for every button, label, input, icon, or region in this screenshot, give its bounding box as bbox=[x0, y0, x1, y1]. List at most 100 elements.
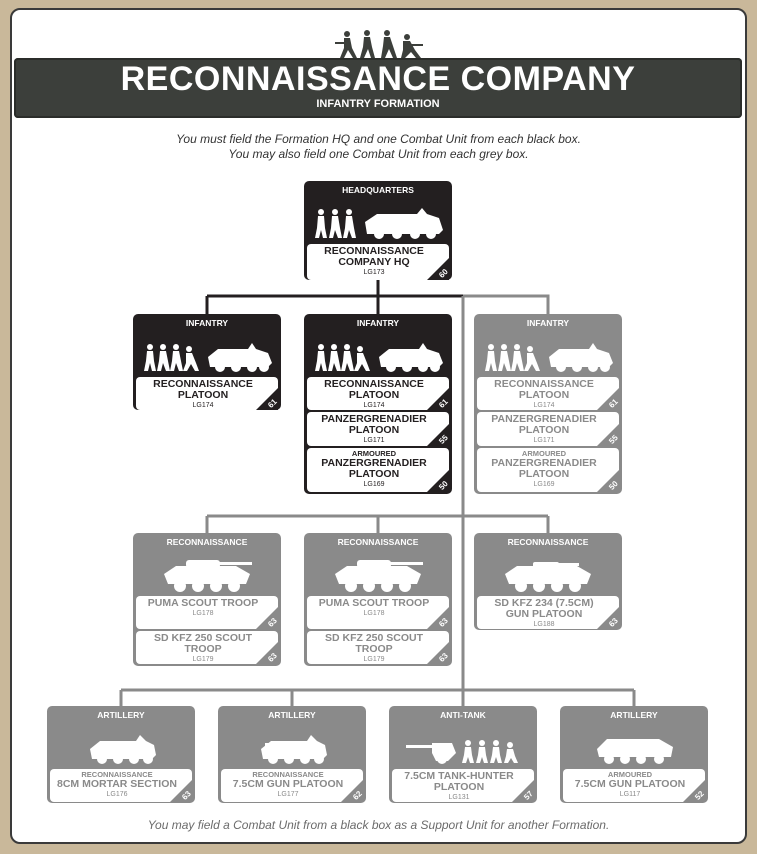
unit-name: 7.5CM GUN PLATOON bbox=[574, 778, 686, 790]
armoured-car-icon bbox=[477, 548, 619, 594]
box-category: HEADQUARTERS bbox=[342, 185, 414, 195]
unit-name: SD KFZ 250 SCOUT TROOP bbox=[324, 632, 424, 655]
unit-entry[interactable]: RECONNAISSANCE 7.5CM GUN PLATOON LG177 6… bbox=[221, 769, 364, 802]
unit-code: LG171 bbox=[533, 437, 555, 444]
infantry-silhouette-icon bbox=[136, 329, 278, 375]
page-ref-badge: 63 bbox=[256, 607, 279, 629]
page-ref-badge: 63 bbox=[170, 780, 193, 802]
instruction-line-2: You may also field one Combat Unit from … bbox=[228, 147, 529, 161]
unit-code: LG173 bbox=[363, 269, 385, 276]
unit-prefix: ARMOURED bbox=[607, 770, 653, 779]
unit-entry[interactable]: RECONNAISSANCE 8CM MORTAR SECTION LG176 … bbox=[50, 769, 193, 802]
box-category: RECONNAISSANCE bbox=[507, 537, 589, 547]
box-infantry-2: INFANTRY RECONNAISSANCE PLATOON LG174 61… bbox=[304, 314, 452, 494]
page-ref-badge: 63 bbox=[597, 607, 620, 629]
unit-code: LG131 bbox=[448, 794, 470, 801]
unit-code: LG178 bbox=[192, 610, 214, 617]
page-ref-badge: 50 bbox=[597, 470, 620, 492]
anti-tank-gun-icon bbox=[392, 721, 534, 767]
box-category: ARTILLERY bbox=[610, 710, 658, 720]
box-reconnaissance-3: RECONNAISSANCE SD KFZ 234 (7.5CM) GUN PL… bbox=[474, 533, 622, 630]
unit-code: LG117 bbox=[619, 791, 641, 798]
unit-code: LG179 bbox=[363, 656, 385, 663]
page-ref-badge: 52 bbox=[683, 780, 706, 802]
box-category: RECONNAISSANCE bbox=[337, 537, 419, 547]
box-infantry-3: INFANTRY RECONNAISSANCE PLATOON LG174 61… bbox=[474, 314, 622, 494]
page-ref-badge: 63 bbox=[427, 607, 450, 629]
page-ref-badge: 50 bbox=[427, 470, 450, 492]
unit-name: PUMA SCOUT TROOP bbox=[147, 597, 259, 609]
page-ref-badge: 61 bbox=[597, 388, 620, 410]
unit-entry[interactable]: PANZERGRENADIER PLATOON LG171 55 bbox=[307, 412, 450, 446]
unit-name: PANZERGRENADIER PLATOON bbox=[491, 413, 597, 436]
box-reconnaissance-2: RECONNAISSANCE PUMA SCOUT TROOP LG178 63… bbox=[304, 533, 452, 666]
unit-name: 7.5CM GUN PLATOON bbox=[232, 778, 344, 790]
page-ref-badge: 55 bbox=[597, 424, 620, 446]
unit-code: LG188 bbox=[533, 621, 555, 628]
soldiers-icon bbox=[335, 30, 423, 58]
unit-entry[interactable]: RECONNAISSANCE COMPANY HQ LG173 60 bbox=[307, 244, 450, 280]
box-category: INFANTRY bbox=[526, 318, 570, 328]
unit-name: RECONNAISSANCE PLATOON bbox=[324, 378, 424, 401]
unit-code: LG179 bbox=[192, 656, 214, 663]
unit-entry[interactable]: RECONNAISSANCE PLATOON LG174 61 bbox=[477, 377, 620, 410]
unit-prefix: ARMOURED bbox=[521, 449, 567, 458]
unit-entry[interactable]: RECONNAISSANCE PLATOON LG174 61 bbox=[136, 377, 279, 410]
unit-code: LG174 bbox=[533, 402, 555, 409]
unit-entry[interactable]: PANZERGRENADIER PLATOON LG171 55 bbox=[477, 412, 620, 446]
infantry-silhouette-icon bbox=[477, 329, 619, 375]
page-ref-badge: 57 bbox=[512, 780, 535, 802]
box-category: ARTILLERY bbox=[268, 710, 316, 720]
unit-name: PANZERGRENADIER PLATOON bbox=[321, 457, 427, 480]
unit-entry[interactable]: ARMOURED PANZERGRENADIER PLATOON LG169 5… bbox=[307, 448, 450, 492]
unit-code: LG176 bbox=[106, 791, 128, 798]
unit-name: RECONNAISSANCE PLATOON bbox=[494, 378, 594, 401]
title-banner: RECONNAISSANCE COMPANY INFANTRY FORMATIO… bbox=[14, 58, 742, 118]
unit-code: LG177 bbox=[277, 791, 299, 798]
box-category: ANTI-TANK bbox=[440, 710, 486, 720]
footer-note: You may field a Combat Unit from a black… bbox=[147, 818, 610, 832]
page-ref-badge: 62 bbox=[341, 780, 364, 802]
hq-silhouette-icon bbox=[307, 196, 449, 242]
box-reconnaissance-1: RECONNAISSANCE PUMA SCOUT TROOP LG178 63… bbox=[133, 533, 281, 666]
unit-entry[interactable]: RECONNAISSANCE PLATOON LG174 61 bbox=[307, 377, 450, 410]
unit-name: PANZERGRENADIER PLATOON bbox=[321, 413, 427, 436]
unit-entry[interactable]: ARMOURED PANZERGRENADIER PLATOON LG169 5… bbox=[477, 448, 620, 492]
unit-code: LG171 bbox=[363, 437, 385, 444]
unit-name: 7.5CM TANK-HUNTER PLATOON bbox=[404, 770, 514, 793]
armoured-car-icon bbox=[136, 548, 278, 594]
page-subtitle: INFANTRY FORMATION bbox=[316, 98, 440, 110]
box-category: RECONNAISSANCE bbox=[166, 537, 248, 547]
box-category: ARTILLERY bbox=[97, 710, 145, 720]
unit-code: LG178 bbox=[363, 610, 385, 617]
unit-entry[interactable]: 7.5CM TANK-HUNTER PLATOON LG131 57 bbox=[392, 769, 535, 802]
unit-entry[interactable]: SD KFZ 234 (7.5CM) GUN PLATOON LG188 63 bbox=[477, 596, 620, 629]
halftrack-icon bbox=[50, 721, 192, 767]
unit-code: LG174 bbox=[192, 402, 214, 409]
box-artillery-1: ARTILLERY RECONNAISSANCE 8CM MORTAR SECT… bbox=[47, 706, 195, 803]
unit-name: PANZERGRENADIER PLATOON bbox=[491, 457, 597, 480]
box-headquarters: HEADQUARTERS RECONNAISSANCE COMPANY HQ L… bbox=[304, 181, 452, 280]
unit-entry[interactable]: SD KFZ 250 SCOUT TROOP LG179 63 bbox=[307, 631, 450, 664]
unit-prefix: ARMOURED bbox=[351, 449, 397, 458]
box-category: INFANTRY bbox=[185, 318, 229, 328]
unit-entry[interactable]: SD KFZ 250 SCOUT TROOP LG179 63 bbox=[136, 631, 279, 664]
unit-prefix: RECONNAISSANCE bbox=[81, 770, 153, 779]
box-category: INFANTRY bbox=[356, 318, 400, 328]
page-ref-badge: 61 bbox=[256, 388, 279, 410]
unit-entry[interactable]: PUMA SCOUT TROOP LG178 63 bbox=[307, 596, 450, 629]
infantry-silhouette-icon bbox=[307, 329, 449, 375]
instruction-line-1: You must field the Formation HQ and one … bbox=[176, 132, 581, 146]
page-title: RECONNAISSANCE COMPANY bbox=[120, 60, 636, 98]
armoured-car-icon bbox=[307, 548, 449, 594]
box-infantry-1: INFANTRY RECONNAISSANCE PLATOON LG174 61 bbox=[133, 314, 281, 410]
unit-entry[interactable]: PUMA SCOUT TROOP LG178 63 bbox=[136, 596, 279, 629]
page-ref-badge: 63 bbox=[256, 642, 279, 664]
unit-name: SD KFZ 250 SCOUT TROOP bbox=[153, 632, 253, 655]
unit-entry[interactable]: ARMOURED 7.5CM GUN PLATOON LG117 52 bbox=[563, 769, 706, 802]
unit-prefix: RECONNAISSANCE bbox=[252, 770, 324, 779]
halftrack-gun-icon bbox=[221, 721, 363, 767]
unit-code: LG169 bbox=[533, 481, 555, 488]
page-ref-badge: 63 bbox=[427, 642, 450, 664]
unit-name: RECONNAISSANCE COMPANY HQ bbox=[324, 245, 424, 268]
